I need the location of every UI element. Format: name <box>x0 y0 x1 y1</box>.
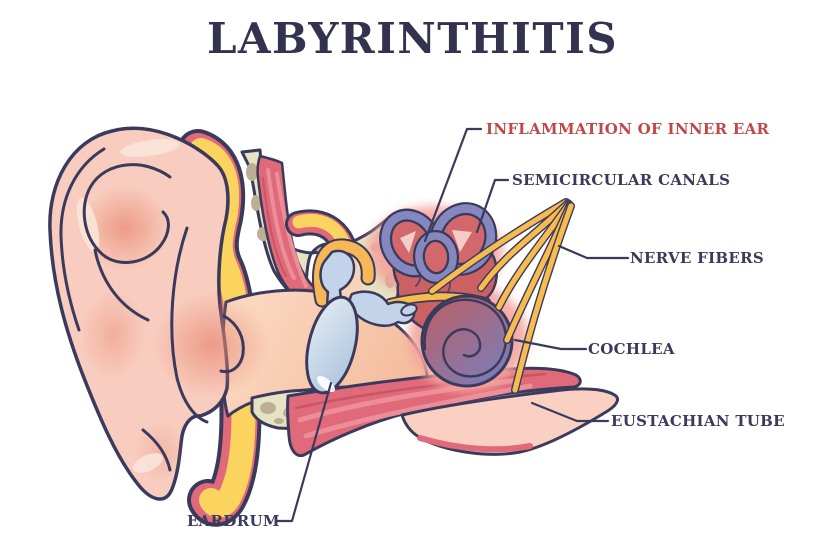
outer-ear <box>48 126 270 501</box>
pinna-fold-lines <box>59 147 245 472</box>
leader-cochlea <box>513 338 588 351</box>
leader-eustachian <box>530 401 610 423</box>
label-semicircular-canals: SEMICIRCULAR CANALS <box>512 171 731 189</box>
leader-eardrum <box>275 381 333 523</box>
label-eustachian-tube: EUSTACHIAN TUBE <box>611 412 785 430</box>
leader-semicircular <box>475 178 510 234</box>
label-cochlea: COCHLEA <box>588 340 675 358</box>
label-inflammation: INFLAMMATION OF INNER EAR <box>486 120 770 138</box>
label-eardrum: EARDRUM <box>187 512 280 530</box>
eardrum-shape <box>305 295 359 395</box>
pinna-shading <box>76 139 270 482</box>
page-title: LABYRINTHITIS <box>206 14 619 63</box>
label-nerve-fibers: NERVE FIBERS <box>630 249 765 267</box>
semicircular-canals <box>379 202 498 284</box>
cochlea-shape <box>420 294 514 388</box>
leader-inflammation <box>423 127 483 243</box>
leader-nerve-fibers <box>557 244 630 260</box>
stapes-footplate <box>400 303 418 317</box>
leader-lines <box>275 127 630 523</box>
nerve-fibers-fan <box>428 198 575 394</box>
